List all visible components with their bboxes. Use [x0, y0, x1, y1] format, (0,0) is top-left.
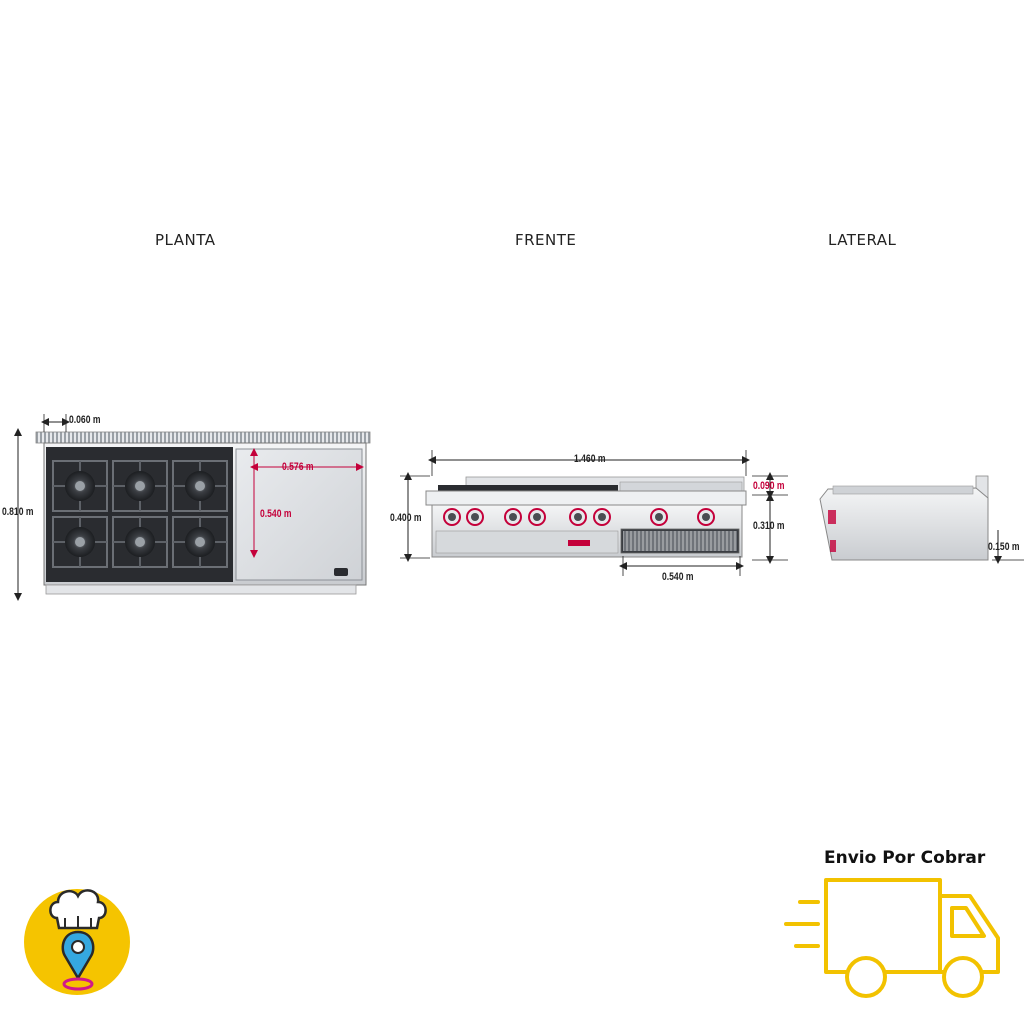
knob-icon: [569, 508, 587, 526]
knob-icon: [697, 508, 715, 526]
lateral-knob: [828, 510, 836, 524]
dim-planta-griddle-depth: 0.540 m: [260, 508, 292, 520]
burner-icon: [112, 460, 168, 512]
burner-icon: [52, 516, 108, 568]
lateral-body: [819, 487, 989, 561]
knob-icon: [650, 508, 668, 526]
frente-lower-panel: [435, 530, 619, 554]
dim-frente-broiler-width: 0.540 m: [662, 571, 694, 583]
knob-icon: [443, 508, 461, 526]
knob-icon: [466, 508, 484, 526]
knob-icon: [528, 508, 546, 526]
knob-icon: [593, 508, 611, 526]
frente-knobs: [443, 508, 715, 526]
dim-planta-depth: 0.810 m: [2, 506, 34, 518]
frente-top-ledge: [425, 490, 747, 506]
view-title-planta: PLANTA: [155, 231, 216, 249]
frente-brand-plate: [568, 540, 590, 546]
chef-hat-location-pin-icon: [24, 889, 130, 995]
dim-frente-body-height: 0.310 m: [753, 520, 785, 532]
planta-view: [14, 414, 371, 601]
shipping-badge-text: Envio Por Cobrar: [824, 848, 986, 868]
burner-icon: [52, 460, 108, 512]
burner-icon: [112, 516, 168, 568]
dim-planta-rear-gap: 0.060 m: [69, 414, 101, 426]
dim-lateral-leg: 0.150 m: [988, 541, 1020, 553]
dim-frente-height: 0.400 m: [390, 512, 422, 524]
dim-planta-griddle-width: 0.576 m: [282, 461, 314, 473]
frente-grates: [438, 485, 618, 493]
planta-backsplash: [35, 431, 371, 444]
dim-frente-backsplash: 0.090 m: [753, 480, 785, 492]
planta-front-rail: [45, 584, 357, 595]
dim-frente-width: 1.460 m: [574, 453, 606, 465]
delivery-truck-icon: [784, 878, 1000, 998]
planta-burners: [52, 460, 228, 568]
burner-icon: [172, 516, 228, 568]
knob-icon: [504, 508, 522, 526]
burner-icon: [172, 460, 228, 512]
view-title-lateral: LATERAL: [828, 231, 897, 249]
view-title-frente: FRENTE: [515, 231, 577, 249]
planta-griddle-knob: [334, 568, 348, 576]
frente-view: [400, 450, 788, 576]
lateral-view: [819, 475, 1024, 564]
